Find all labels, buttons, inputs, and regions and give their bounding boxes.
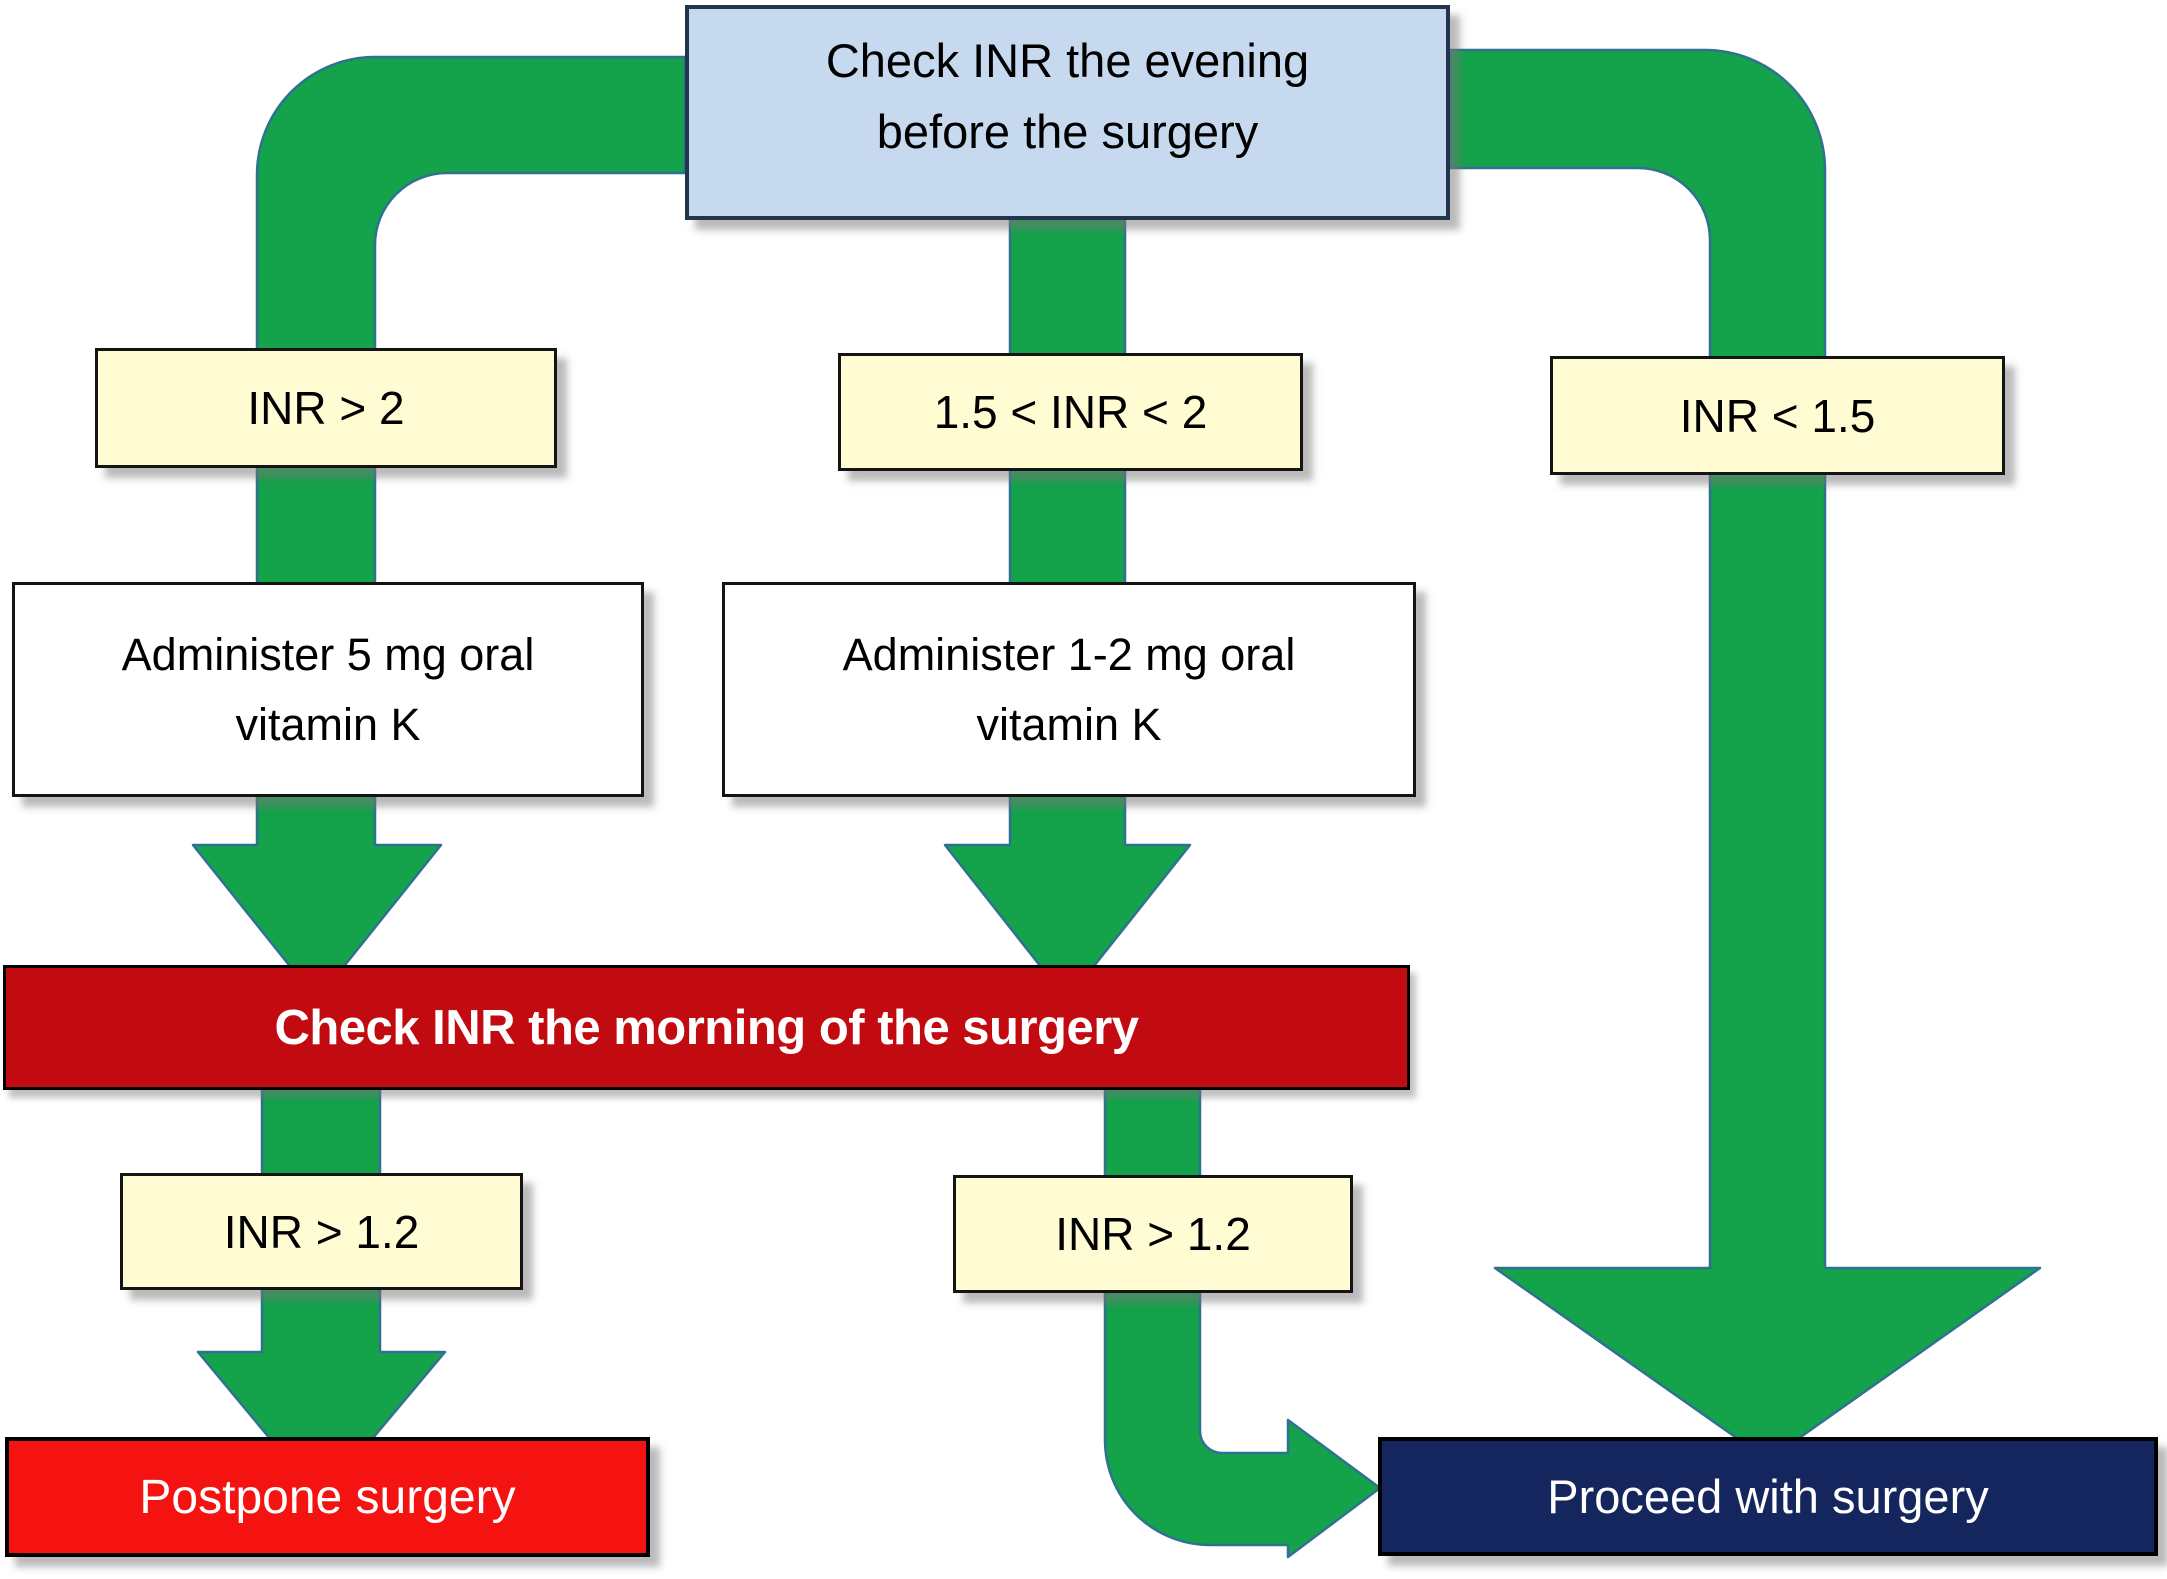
arrow-left-to-postpone	[196, 1083, 447, 1502]
flow-node-label: Administer 1-2 mg oral	[842, 628, 1296, 680]
arrow-left-branch	[191, 55, 687, 1002]
flow-node-administer-1-2mg-vitamin-k: Administer 1-2 mg oral vitamin K	[722, 582, 1416, 797]
flow-node-label: Check INR the evening	[825, 34, 1310, 87]
flow-node-check-inr-morning: Check INR the morning of the surgery	[3, 965, 1410, 1090]
flow-node-label: before the surgery	[876, 105, 1259, 159]
flow-node-postpone-surgery: Postpone surgery	[5, 1437, 650, 1557]
flow-node-administer-5mg-vitamin-k: Administer 5 mg oral vitamin K	[12, 582, 644, 797]
flow-node-label: Administer 5 mg oral	[121, 628, 535, 680]
flow-node-check-inr-evening: Check INR the evening before the surgery	[685, 5, 1450, 220]
flow-node-inr-gt-2: INR > 2	[95, 348, 557, 468]
flow-node-label: vitamin K	[976, 698, 1162, 750]
flow-node-proceed-with-surgery: Proceed with surgery	[1378, 1437, 2158, 1556]
arrow-right-branch	[1448, 48, 2042, 1462]
flow-node-inr-lt-1-5: INR < 1.5	[1550, 356, 2005, 475]
flow-node-label: vitamin K	[235, 698, 421, 750]
flow-node-inr-gt-1-2-middle: INR > 1.2	[953, 1175, 1353, 1293]
arrow-middle-to-proceed	[1103, 1083, 1382, 1559]
flow-node-inr-between-1-5-and-2: 1.5 < INR < 2	[838, 353, 1303, 471]
flow-node-inr-gt-1-2-left: INR > 1.2	[120, 1173, 523, 1290]
